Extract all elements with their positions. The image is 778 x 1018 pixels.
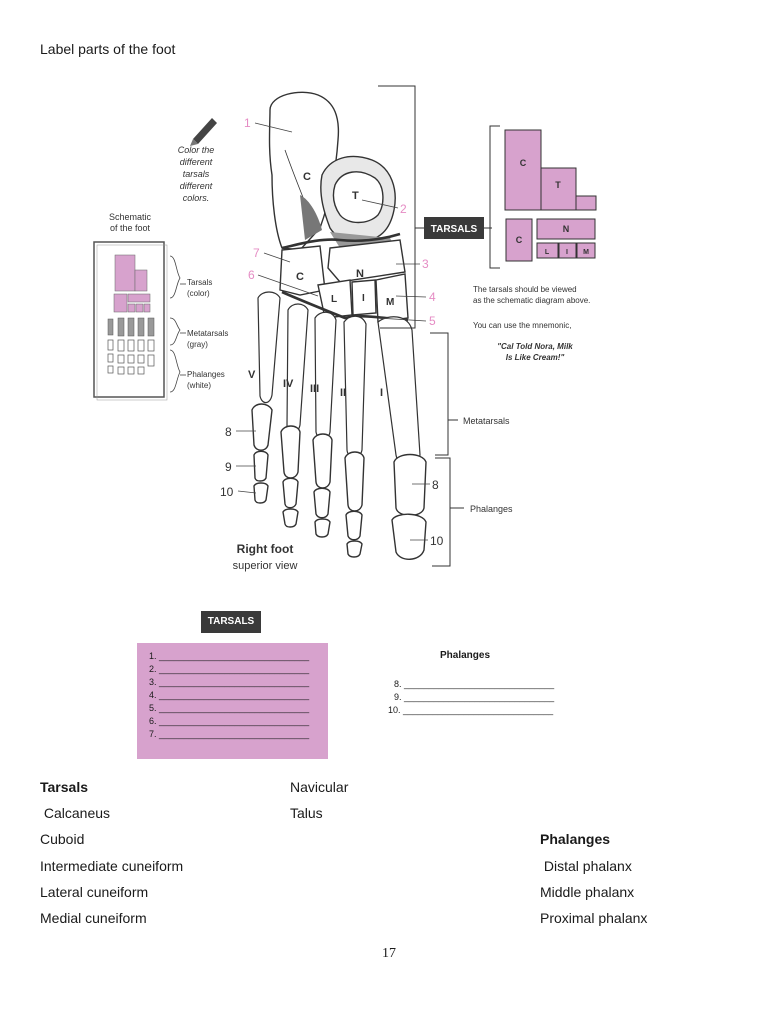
word-medial-cuneiform: Medial cuneiform bbox=[40, 910, 147, 926]
metatarsals-label: Metatarsals bbox=[463, 416, 510, 426]
mnemonic-intro: You can use the mnemonic, bbox=[473, 321, 571, 330]
pencil-icon bbox=[190, 118, 217, 146]
roman-v: V bbox=[248, 369, 256, 381]
number-6: 6 bbox=[248, 268, 255, 282]
label-medial-letter: M bbox=[386, 297, 394, 308]
roman-i: I bbox=[380, 387, 383, 399]
number-8-left: 8 bbox=[225, 425, 232, 439]
legend-metatarsals: Metatarsals bbox=[187, 329, 228, 338]
number-9: 9 bbox=[225, 460, 232, 474]
number-10-right: 10 bbox=[430, 534, 444, 548]
pencil-note-2: different bbox=[180, 157, 213, 167]
phalanx-answer-9[interactable]: 9. ______________________________ bbox=[394, 692, 555, 702]
sch-c1: C bbox=[520, 158, 527, 168]
tarsal-answer-7[interactable]: 7. ______________________________ bbox=[149, 729, 310, 739]
label-calcaneus-letter: C bbox=[303, 171, 311, 183]
word-middle-phalanx: Middle phalanx bbox=[540, 884, 635, 900]
label-lateral-letter: L bbox=[331, 294, 337, 305]
word-bank-phalanges-title: Phalanges bbox=[540, 831, 611, 847]
sch-l: L bbox=[545, 249, 550, 256]
word-distal-phalanx: Distal phalanx bbox=[540, 858, 632, 874]
roman-ii: II bbox=[340, 387, 346, 399]
pencil-note-3: tarsals bbox=[183, 169, 210, 179]
word-talus: Talus bbox=[290, 805, 323, 821]
foot-diagram: Color the different tarsals different co… bbox=[93, 85, 597, 572]
tarsal-answer-5[interactable]: 5. ______________________________ bbox=[149, 703, 310, 713]
legend-metatarsals-note: (gray) bbox=[187, 340, 208, 349]
label-intermediate-letter: I bbox=[362, 293, 365, 304]
word-cuboid: Cuboid bbox=[40, 831, 85, 847]
label-cuboid-letter: C bbox=[296, 271, 304, 283]
word-bank-tarsals-title: Tarsals bbox=[40, 779, 88, 795]
word-calcaneus: Calcaneus bbox=[40, 805, 111, 821]
number-7: 7 bbox=[253, 246, 260, 260]
pencil-note-4: different bbox=[180, 181, 213, 191]
page-number: 17 bbox=[382, 946, 396, 961]
sch-c2: C bbox=[516, 235, 523, 245]
legend-phalanges-note: (white) bbox=[187, 381, 211, 390]
label-navicular-letter: N bbox=[356, 268, 364, 280]
word-navicular: Navicular bbox=[290, 779, 349, 795]
note-line-2: as the schematic diagram above. bbox=[473, 296, 590, 305]
legend-tarsals: Tarsals bbox=[187, 278, 212, 287]
number-5: 5 bbox=[429, 314, 436, 328]
tarsal-answer-4[interactable]: 4. ______________________________ bbox=[149, 690, 310, 700]
tarsal-answer-3[interactable]: 3. ______________________________ bbox=[149, 677, 310, 687]
number-10-left: 10 bbox=[220, 485, 234, 499]
sch-i: I bbox=[566, 249, 568, 256]
tarsal-answer-1[interactable]: 1. ______________________________ bbox=[149, 651, 310, 661]
word-proximal-phalanx: Proximal phalanx bbox=[540, 910, 648, 926]
phalanges-label: Phalanges bbox=[470, 504, 513, 514]
foot-bones bbox=[251, 91, 427, 560]
number-2: 2 bbox=[400, 202, 407, 216]
number-3: 3 bbox=[422, 257, 429, 271]
word-intermediate-cuneiform: Intermediate cuneiform bbox=[40, 858, 184, 874]
number-4: 4 bbox=[429, 290, 436, 304]
word-lateral-cuneiform: Lateral cuneiform bbox=[40, 884, 149, 900]
sch-n: N bbox=[563, 224, 570, 234]
legend-tarsals-note: (color) bbox=[187, 289, 210, 298]
schematic-left bbox=[93, 241, 186, 401]
answer-tarsals-tag: TARSALS bbox=[201, 611, 261, 633]
number-8-right: 8 bbox=[432, 478, 439, 492]
schematic-title-1: Schematic bbox=[109, 212, 152, 222]
label-talus-letter: T bbox=[352, 190, 359, 202]
schematic-right bbox=[504, 129, 597, 262]
phalanges-answer-title: Phalanges bbox=[440, 650, 491, 661]
phalanx-answer-8[interactable]: 8. ______________________________ bbox=[394, 679, 555, 689]
tarsal-answer-2[interactable]: 2. ______________________________ bbox=[149, 664, 310, 674]
roman-iii: III bbox=[310, 383, 319, 395]
caption-subtitle: superior view bbox=[233, 560, 298, 572]
phalanx-answer-10[interactable]: 10. ______________________________ bbox=[388, 705, 554, 715]
sch-m: M bbox=[583, 249, 589, 256]
mnemonic-line-2: Is Like Cream!" bbox=[506, 353, 565, 362]
tarsals-tag-box bbox=[424, 217, 484, 239]
page-heading: Label parts of the foot bbox=[40, 41, 176, 57]
tarsal-answer-box: 1. ______________________________ 2. ___… bbox=[137, 643, 328, 759]
roman-iv: IV bbox=[283, 378, 294, 390]
sch-t: T bbox=[555, 180, 561, 190]
tarsal-answer-6[interactable]: 6. ______________________________ bbox=[149, 716, 310, 726]
pencil-note-5: colors. bbox=[183, 193, 210, 203]
pencil-note-1: Color the bbox=[178, 145, 215, 155]
number-1: 1 bbox=[244, 116, 251, 130]
mnemonic-line-1: "Cal Told Nora, Milk bbox=[497, 342, 573, 351]
caption-title: Right foot bbox=[237, 542, 294, 556]
legend-phalanges: Phalanges bbox=[187, 370, 225, 379]
note-line-1: The tarsals should be viewed bbox=[473, 285, 577, 294]
schematic-title-2: of the foot bbox=[110, 223, 151, 233]
tarsals-tag-text: TARSALS bbox=[431, 224, 478, 235]
